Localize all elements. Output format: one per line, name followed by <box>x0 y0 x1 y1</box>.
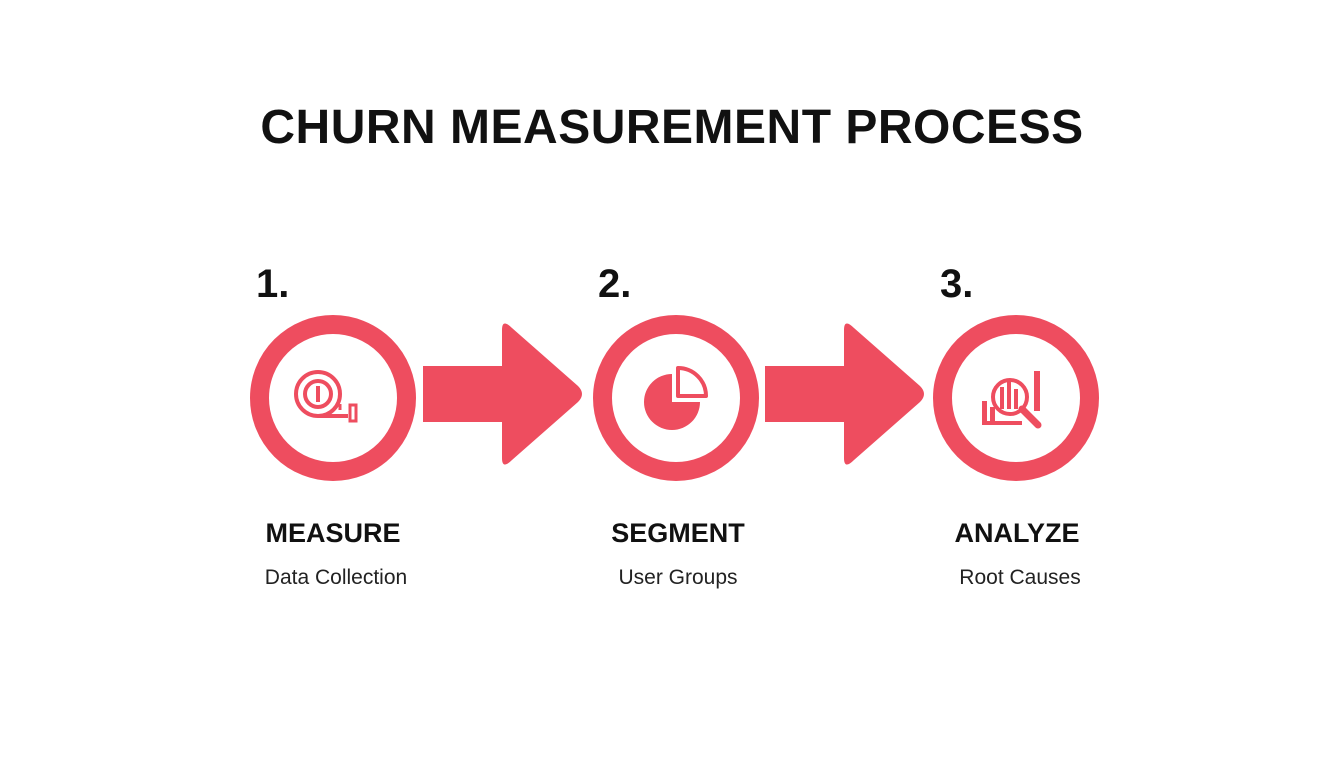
step-1-circle <box>250 315 416 481</box>
pie-chart-icon <box>644 366 708 430</box>
arrow-right-icon <box>765 323 924 465</box>
step-1-label: MEASURE <box>265 518 401 548</box>
measuring-tape-icon <box>294 370 358 423</box>
step-1-description: Data Collection <box>264 566 408 589</box>
step-2-description: User Groups <box>618 566 738 589</box>
step-2-label: SEGMENT <box>611 518 745 548</box>
step-3-description: Root Causes <box>959 566 1081 589</box>
step-2-circle <box>593 315 759 481</box>
step-3-number: 3. <box>940 262 974 306</box>
magnifier-bar-chart-icon <box>982 371 1042 429</box>
page-title: CHURN MEASUREMENT PROCESS <box>260 101 1084 154</box>
step-3-label: ANALYZE <box>954 518 1080 548</box>
step-2-number: 2. <box>598 262 632 306</box>
step-3-circle <box>933 315 1099 481</box>
step-1-number: 1. <box>256 262 290 306</box>
arrow-right-icon <box>423 323 582 465</box>
